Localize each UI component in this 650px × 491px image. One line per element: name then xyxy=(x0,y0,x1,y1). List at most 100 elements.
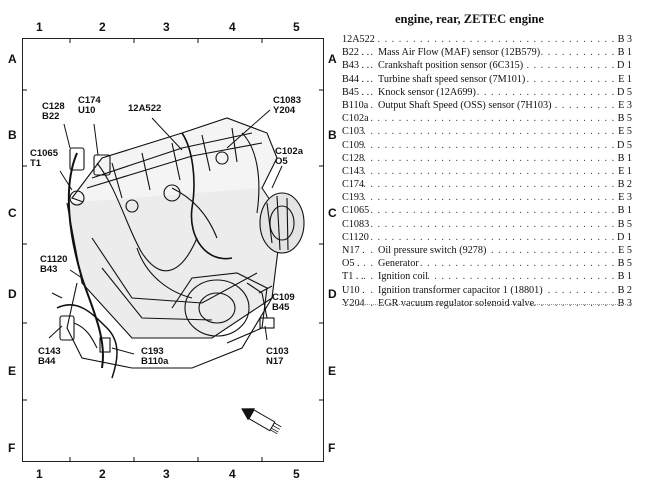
callout-c109-b45: C109 B45 xyxy=(272,292,295,313)
leader-dots: . . . . . . . . . . . . . . . . . . . . … xyxy=(342,258,614,270)
grid-col-label: 1 xyxy=(36,20,43,34)
grid-ticks xyxy=(22,38,324,462)
legend-row: . . . . . . . . . . . . . . . . . . . . … xyxy=(342,296,632,310)
legend-grid-ref: B 1 xyxy=(614,270,632,284)
legend-row: . . . . . . . . . . . . . . . . . . . . … xyxy=(342,230,632,245)
legend-code: C1083 xyxy=(342,217,370,231)
leader-dots: . . . . . . . . . . . . . . . . . . . . … xyxy=(342,86,614,98)
leader-dots: . . . . . . . . . . . . . . . . . . . . … xyxy=(342,139,614,151)
legend-grid-ref: E 5 xyxy=(614,244,632,258)
leader-dots: . . . . . . . . . . . . . . . . . . . . … xyxy=(342,126,614,138)
legend-code: U10 . xyxy=(342,283,365,297)
grid-col-label: 1 xyxy=(36,467,43,481)
legend-row: . . . . . . . . . . . . . . . . . . . . … xyxy=(342,257,632,271)
legend-code: 12A522 xyxy=(342,33,375,47)
grid-row-label: C xyxy=(8,206,17,220)
legend-code: C102a xyxy=(342,112,369,126)
legend-description: Mass Air Flow (MAF) sensor (12B579) xyxy=(378,46,541,60)
callout-c1065-t1: C1065 T1 xyxy=(30,148,58,169)
legend-description: Output Shaft Speed (OSS) sensor (7H103) xyxy=(378,98,552,113)
grid-col-label: 4 xyxy=(229,20,236,34)
legend-row: . . . . . . . . . . . . . . . . . . . . … xyxy=(342,270,632,284)
legend-code: C193 xyxy=(342,191,365,205)
legend-grid-ref: E 3 xyxy=(614,191,632,205)
leader-dots: . . . . . . . . . . . . . . . . . . . . … xyxy=(342,34,614,45)
callout-c102a-o5: C102a O5 xyxy=(275,146,303,167)
legend-grid-ref: B 1 xyxy=(614,46,632,60)
grid-row-label: F xyxy=(328,441,336,455)
legend-code: B45 . . xyxy=(342,85,370,99)
legend-code: C128 xyxy=(342,151,365,165)
legend-row: . . . . . . . . . . . . . . . . . . . . … xyxy=(342,151,632,165)
legend-description: EGR vacuum regulator solenoid valve xyxy=(378,296,535,310)
leader-dots: . . . . . . . . . . . . . . . . . . . . … xyxy=(342,179,614,191)
legend-grid-ref: B 1 xyxy=(614,204,632,218)
legend-row: . . . . . . . . . . . . . . . . . . . . … xyxy=(342,112,632,126)
callout-c1083-y204: C1083 Y204 xyxy=(273,95,301,116)
legend-row: . . . . . . . . . . . . . . . . . . . . … xyxy=(342,125,632,139)
grid-row-label: C xyxy=(328,206,337,220)
legend-code: C1120 xyxy=(342,230,369,245)
legend-code: C174 xyxy=(342,178,365,192)
grid-col-label: 3 xyxy=(163,467,170,481)
grid-col-label: 3 xyxy=(163,20,170,34)
legend-grid-ref: E 5 xyxy=(614,125,632,139)
callout-c174-u10: C174 U10 xyxy=(78,95,101,116)
legend-grid-ref: D 1 xyxy=(614,230,632,245)
legend-description: Generator xyxy=(378,257,419,271)
legend-code: C103 xyxy=(342,125,365,139)
orientation-arrow-icon xyxy=(241,408,282,435)
legend-code: B44 . . xyxy=(342,72,370,86)
legend-grid-ref: B 5 xyxy=(614,257,632,271)
legend-divider xyxy=(342,304,632,305)
leader-dots: . . . . . . . . . . . . . . . . . . . . … xyxy=(342,231,614,243)
leader-dots: . . . . . . . . . . . . . . . . . . . . … xyxy=(342,205,614,217)
leader-c1120 xyxy=(69,269,83,279)
grid-row-label: A xyxy=(328,52,337,66)
leader-c128 xyxy=(63,123,71,149)
legend-row: . . . . . . . . . . . . . . . . . . . . … xyxy=(342,138,632,152)
callout-c143-b44: C143 B44 xyxy=(38,346,61,367)
legend-row: . . . . . . . . . . . . . . . . . . . . … xyxy=(342,98,632,113)
leader-c109 xyxy=(258,285,273,294)
legend-row: . . . . . . . . . . . . . . . . . . . . … xyxy=(342,59,632,73)
legend-grid-ref: B 5 xyxy=(614,112,632,126)
grid-row-label: B xyxy=(8,128,17,142)
grid-col-label: 2 xyxy=(99,20,106,34)
leader-dots: . . . . . . . . . . . . . . . . . . . . … xyxy=(342,218,614,230)
legend-row: . . . . . . . . . . . . . . . . . . . . … xyxy=(342,72,632,86)
legend-code: C1065 xyxy=(342,204,370,218)
legend-description: Oil pressure switch (9278) xyxy=(378,244,487,258)
legend-grid-ref: B 2 xyxy=(614,178,632,192)
callout-c1120-b43: C1120 B43 xyxy=(40,254,68,275)
legend-code: B22 . . xyxy=(342,46,370,60)
leader-c143 xyxy=(48,325,63,339)
callout-12a522: 12A522 xyxy=(128,103,162,114)
grid-row-label: E xyxy=(328,364,337,378)
legend-row: . . . . . . . . . . . . . . . . . . . . … xyxy=(342,191,632,205)
legend-code: N17 . xyxy=(342,244,365,258)
legend-row: . . . . . . . . . . . . . . . . . . . . … xyxy=(342,85,632,99)
leader-c102a xyxy=(271,165,283,189)
legend-grid-ref: B 1 xyxy=(614,151,632,165)
page-title: engine, rear, ZETEC engine xyxy=(395,12,544,26)
legend-grid-ref: B 5 xyxy=(614,217,632,231)
callout-c103-n17: C103 N17 xyxy=(266,346,289,367)
legend-grid-ref: B 2 xyxy=(614,283,632,297)
leader-c193 xyxy=(111,347,135,355)
legend-code: C109 xyxy=(342,138,365,152)
legend-row: . . . . . . . . . . . . . . . . . . . . … xyxy=(342,164,632,179)
legend-grid-ref: E 3 xyxy=(614,98,632,113)
legend-description: Ignition coil xyxy=(378,270,429,284)
leader-c1083 xyxy=(226,109,271,149)
diagram-frame xyxy=(22,38,324,462)
legend-row: . . . . . . . . . . . . . . . . . . . . … xyxy=(342,46,632,60)
legend-description: Turbine shaft speed sensor (7M101) xyxy=(378,72,526,86)
legend-code: B110a xyxy=(342,98,369,113)
legend-row: . . . . . . . . . . . . . . . . . . . . … xyxy=(342,204,632,218)
legend-row: . . . . . . . . . . . . . . . . . . . . … xyxy=(342,178,632,192)
grid-row-label: B xyxy=(328,128,337,142)
legend-code: T1 . . xyxy=(342,270,364,284)
grid-col-label: 5 xyxy=(293,467,300,481)
leader-dots: . . . . . . . . . . . . . . . . . . . . … xyxy=(342,192,614,204)
